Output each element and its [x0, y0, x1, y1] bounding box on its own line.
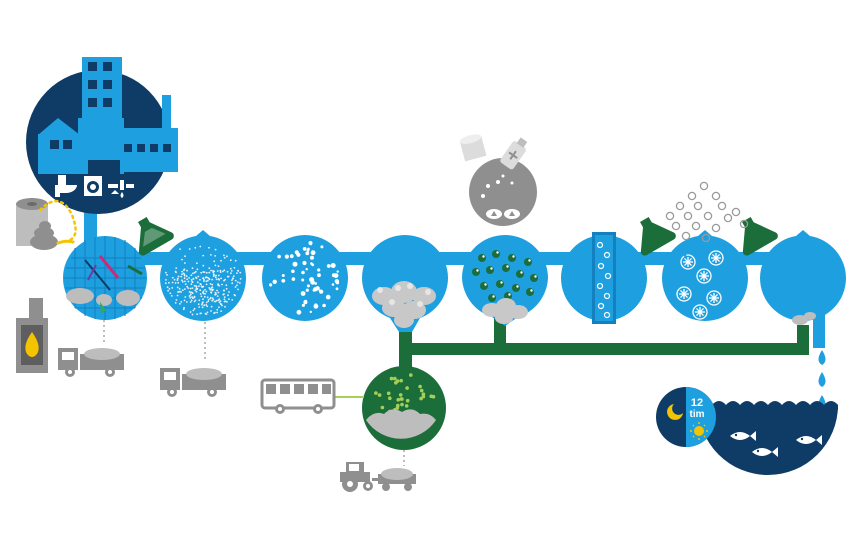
truck-icon — [160, 368, 226, 397]
clock-value: 12 — [691, 397, 703, 409]
toilet-icon — [55, 175, 77, 197]
stage-activated-sludge — [362, 235, 448, 332]
recipient-lake — [698, 401, 838, 475]
chemical-bottle-icon — [500, 137, 528, 170]
urine-drip — [56, 239, 75, 245]
digester-circle — [362, 366, 446, 450]
air-bubbles — [665, 181, 749, 243]
water-drop-icon — [818, 350, 826, 410]
stage-final-sedimentation — [760, 230, 846, 325]
retention-clock: 12 tim — [656, 387, 716, 447]
washing-machine-icon — [84, 176, 102, 196]
moon-icon — [667, 404, 683, 420]
tractor-icon — [340, 462, 416, 492]
water-tap-icon — [108, 180, 134, 198]
stove-icon — [16, 298, 48, 373]
sludge-pipe — [399, 318, 809, 375]
factory-icon — [38, 57, 178, 180]
stage-chemical-treatment — [662, 230, 748, 321]
stage-sand-trap — [160, 230, 246, 321]
stage-aeration — [561, 232, 647, 324]
stage-pre-sedimentation — [262, 235, 348, 321]
excrement-icon — [30, 221, 58, 250]
factory-circle — [26, 57, 178, 214]
stage-screening — [63, 236, 147, 320]
chemical-flask-icon — [640, 217, 676, 256]
stage-flocculation — [462, 235, 548, 326]
medicine-circle — [459, 134, 537, 226]
fire-icon — [25, 332, 39, 357]
chemical-flask-icon — [742, 217, 778, 256]
fish-icon — [730, 431, 822, 457]
chemical-bottle-icon — [459, 134, 487, 162]
chemical-flask-icon — [138, 217, 174, 256]
clock-unit: tim — [690, 409, 705, 420]
water-drop-icon — [188, 250, 785, 257]
bus-icon — [260, 378, 336, 414]
sun-icon — [690, 422, 708, 440]
truck-icon — [58, 348, 124, 377]
